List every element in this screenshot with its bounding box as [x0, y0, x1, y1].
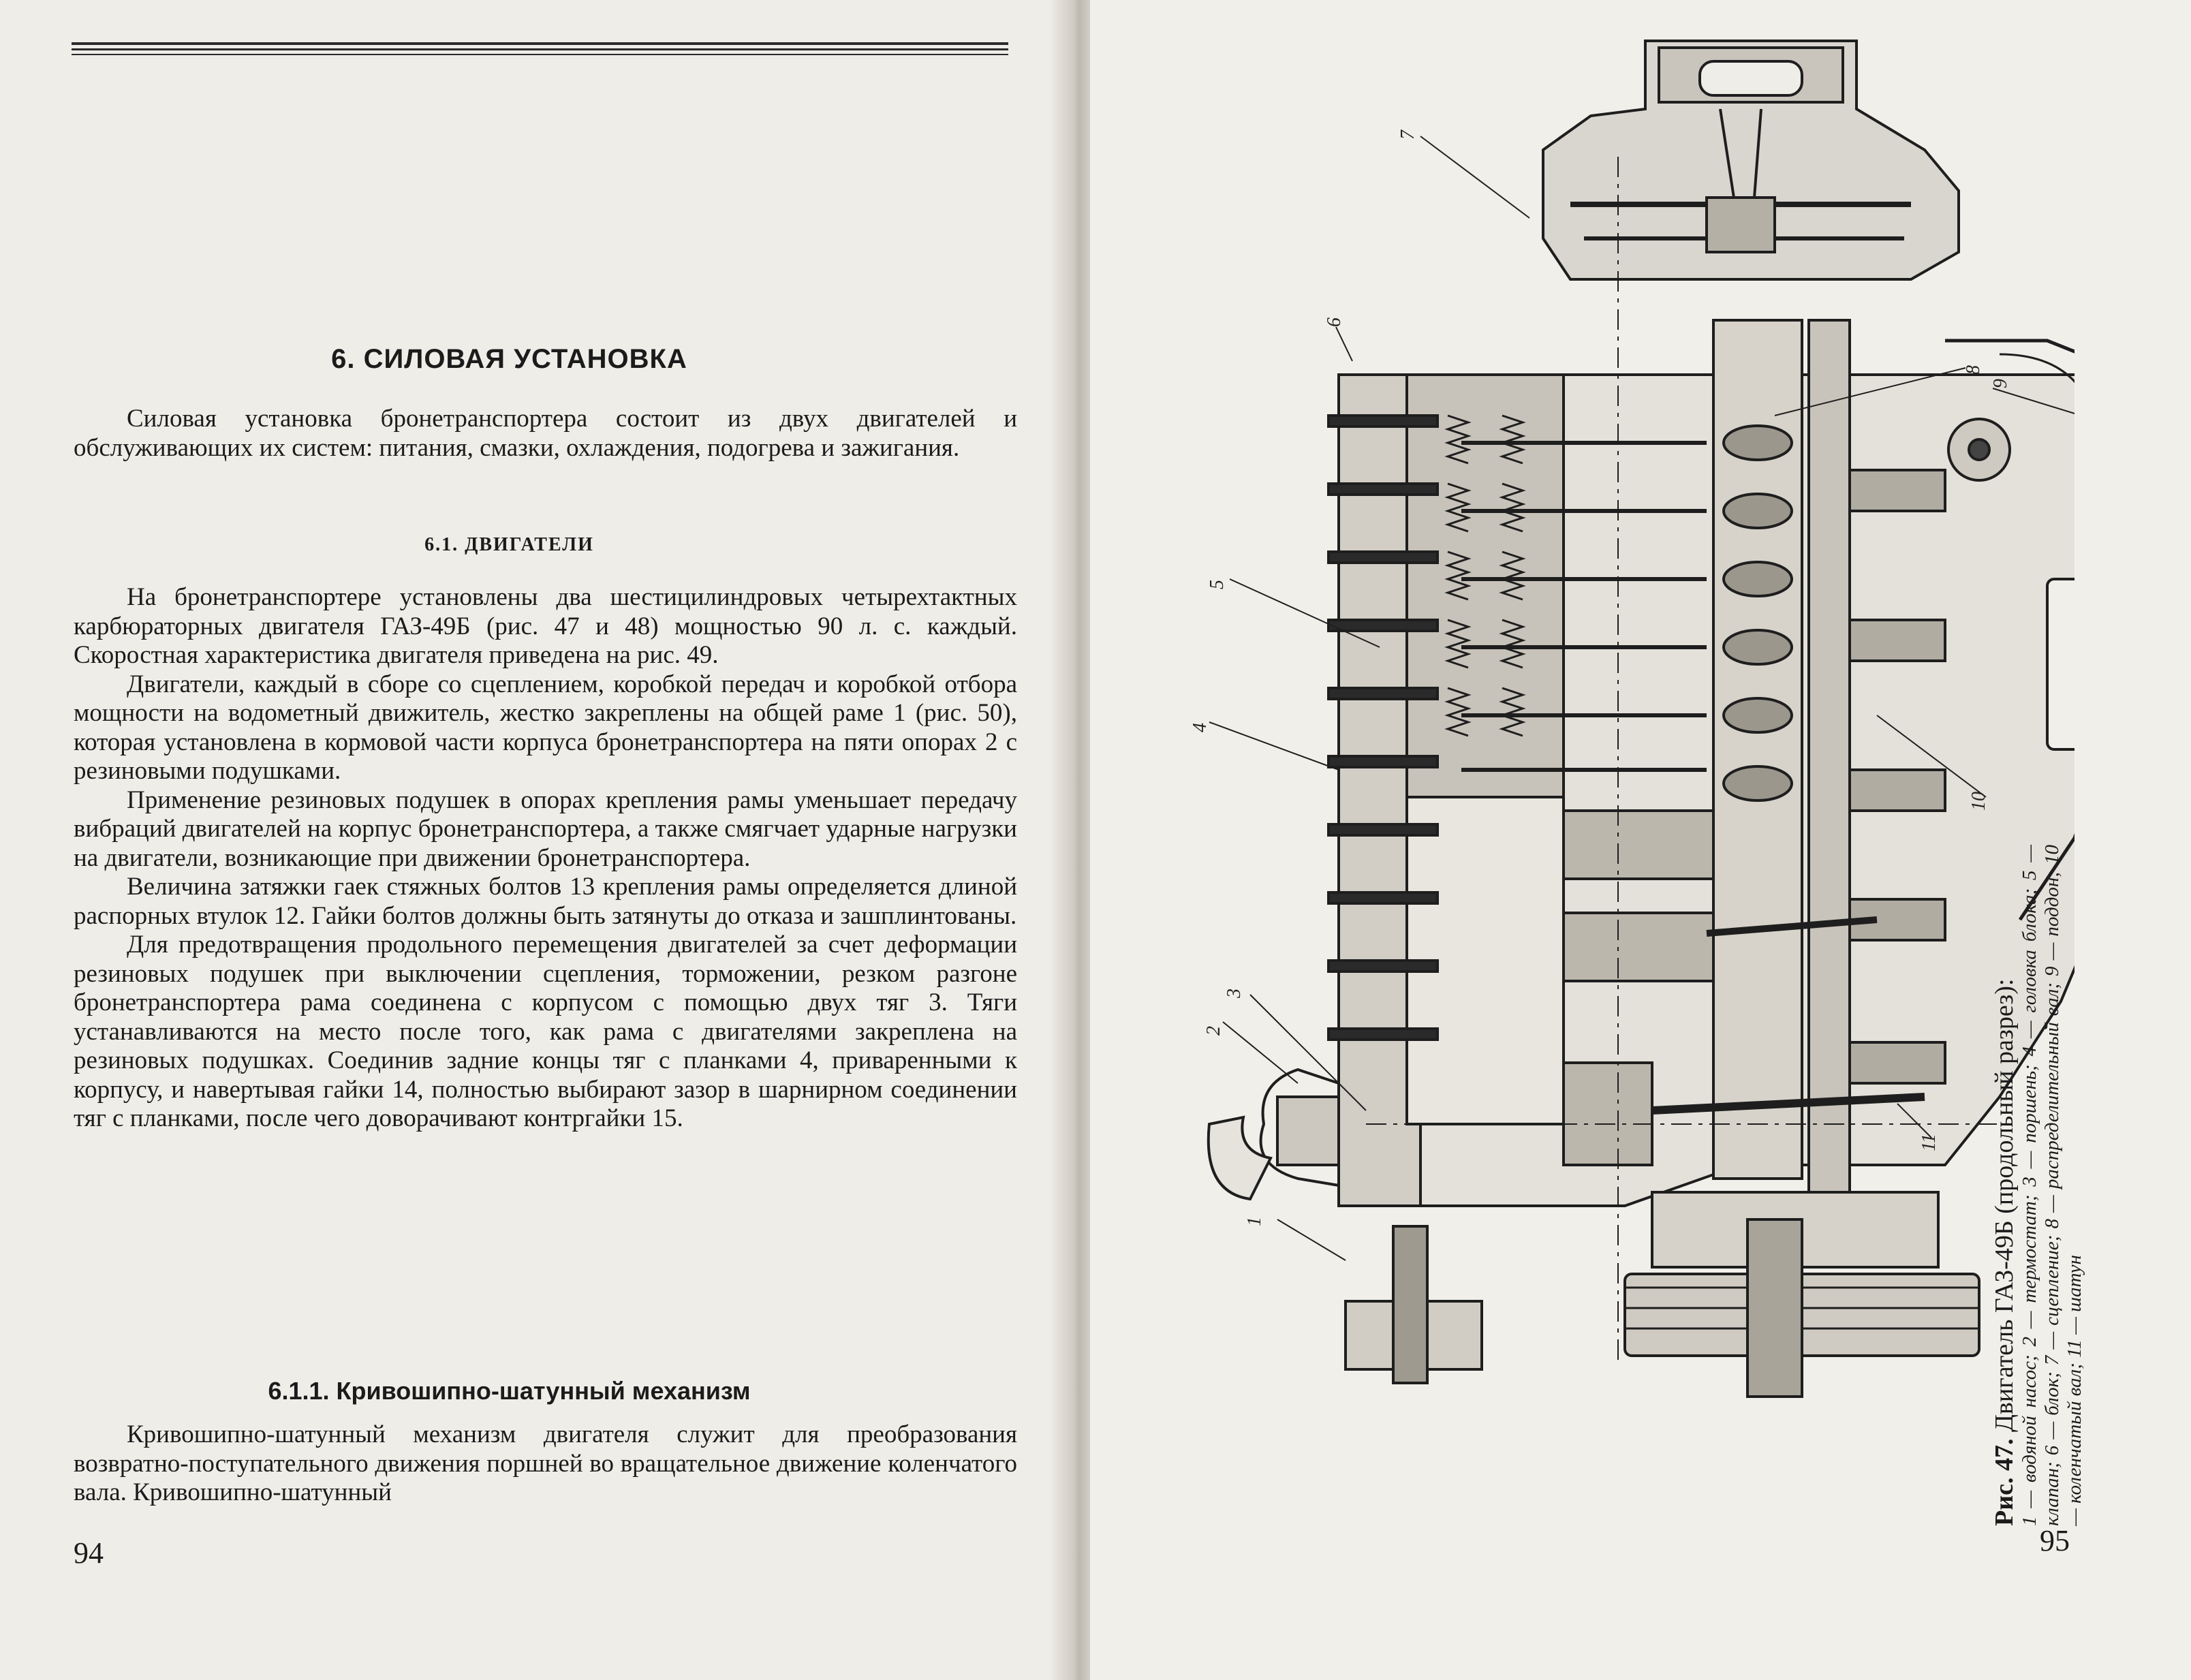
callout-5: 5	[1207, 580, 1228, 589]
paragraph: На бронетранспортере установлены два шес…	[74, 583, 1017, 669]
callout-7: 7	[1397, 129, 1418, 140]
callout-1: 1	[1244, 1217, 1265, 1226]
paragraph: Применение резиновых подушек в опорах кр…	[74, 785, 1017, 872]
paragraph: Кривошипно-шатунный механизм двигателя с…	[74, 1420, 1017, 1506]
callout-11: 11	[1918, 1134, 1940, 1151]
paragraph: Двигатели, каждый в сборе со сцеплением,…	[74, 670, 1017, 785]
engine-cross-section-figure: 1 2 3 4 5 6 7 8 9 10 11	[1190, 40, 2075, 1398]
callout-8: 8	[1963, 365, 1984, 375]
page-number: 94	[74, 1536, 104, 1570]
paragraph: Для предотвращения продольного перемещен…	[74, 931, 1017, 1132]
figure-legend: 1 — водяной насос; 2 — термостат; 3 — по…	[2019, 845, 2085, 1526]
subsection-body: Кривошипно-шатунный механизм двигателя с…	[74, 1420, 1017, 1508]
callout-6: 6	[1324, 317, 1345, 327]
section-title: 6.1. ДВИГАТЕЛИ	[424, 534, 594, 555]
paragraph: Величина затяжки гаек стяжных болтов 13 …	[74, 873, 1017, 930]
page-number: 95	[2040, 1524, 2070, 1557]
chapter-title: 6. СИЛОВАЯ УСТАНОВКА	[331, 344, 687, 374]
section-body: На бронетранспортере установлены два шес…	[74, 583, 1017, 1134]
callout-10: 10	[1968, 792, 1989, 811]
callout-9: 9	[1990, 379, 2011, 388]
top-rule	[72, 42, 1008, 59]
callout-4: 4	[1190, 723, 1211, 732]
figure-number: Рис. 47.	[1990, 1438, 2019, 1526]
subsection-title: 6.1.1. Кривошипно-шатунный механизм	[268, 1377, 751, 1405]
left-page: 6. СИЛОВАЯ УСТАНОВКА Силовая установка б…	[0, 0, 1063, 1680]
callout-2: 2	[1203, 1026, 1224, 1036]
intro-paragraph: Силовая установка бронетранспортера сост…	[74, 405, 1017, 463]
figure-title: Рис. 47. Двигатель ГАЗ-49Б (продольный р…	[1990, 845, 2019, 1526]
intro-text: Силовая установка бронетранспортера сост…	[74, 405, 1017, 462]
figure-caption: Рис. 47. Двигатель ГАЗ-49Б (продольный р…	[1990, 845, 2085, 1526]
callout-3: 3	[1224, 989, 1245, 999]
figure-title-text: Двигатель ГАЗ-49Б (продольный разрез):	[1990, 978, 2019, 1433]
